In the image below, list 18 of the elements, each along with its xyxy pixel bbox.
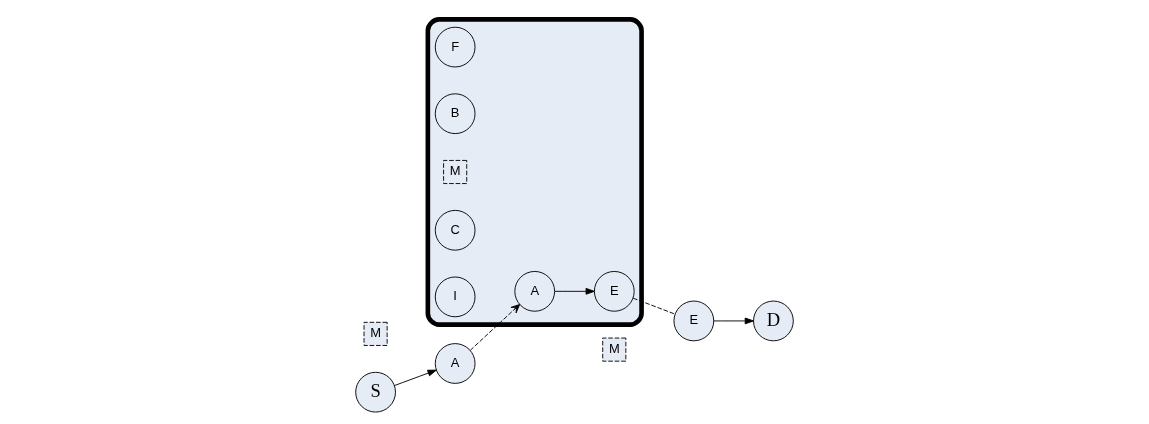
arrow — [394, 369, 437, 386]
node-circle: D — [753, 300, 794, 342]
node-box: M — [602, 337, 627, 362]
node-circle: A — [514, 270, 556, 312]
arrow — [469, 304, 521, 351]
node-circle: S — [355, 371, 396, 413]
arrow — [554, 287, 595, 295]
arrow — [713, 317, 754, 325]
node-circle: F — [434, 26, 476, 68]
cluster — [425, 17, 644, 327]
node-circle: B — [434, 93, 476, 135]
node-box: M — [363, 321, 388, 346]
node-circle: I — [434, 276, 476, 318]
node-circle: E — [673, 300, 715, 342]
node-circle: C — [434, 209, 476, 251]
node-circle: A — [434, 343, 476, 384]
node-circle: E — [593, 270, 635, 312]
node-box: M — [443, 159, 468, 184]
